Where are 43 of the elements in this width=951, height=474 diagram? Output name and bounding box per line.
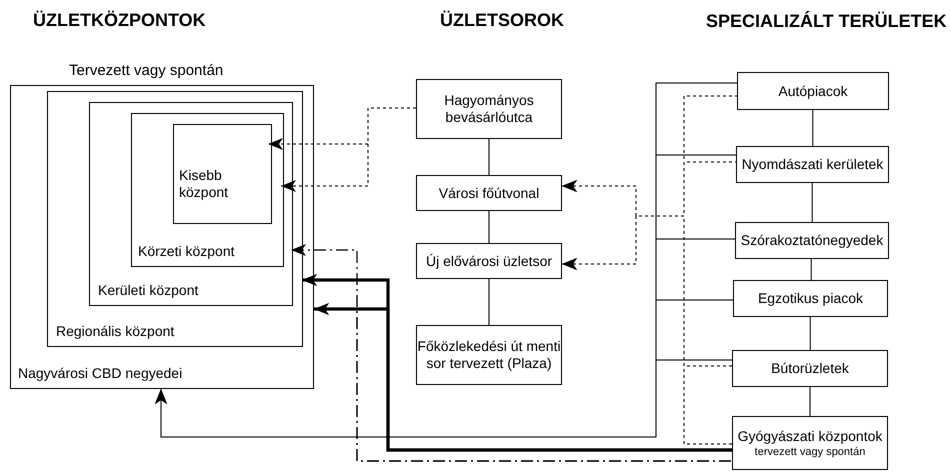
category-box <box>732 416 888 470</box>
nested-center-box <box>89 102 293 306</box>
category-box <box>732 350 888 387</box>
category-box <box>416 175 562 211</box>
connector-line <box>812 110 814 146</box>
connector-line <box>810 316 811 350</box>
node-sublabel: tervezett vagy spontán <box>754 444 866 458</box>
connector-line <box>488 278 490 326</box>
node-label: Kerületi központ <box>98 282 198 299</box>
node-label: Nyomdászati kerületek <box>742 156 884 173</box>
connector-line <box>488 210 490 244</box>
node-label: Szórakoztatónegyedek <box>740 232 884 249</box>
node-label: Egzotikus piacok <box>758 290 864 307</box>
column-heading: ÜZLETSOROK <box>440 10 564 31</box>
connector-line <box>812 182 813 222</box>
category-box <box>416 243 562 279</box>
category-box <box>737 72 889 110</box>
box-heading: Tervezett vagy spontán <box>69 62 224 79</box>
connector-line <box>488 138 490 176</box>
nested-center-box <box>173 124 272 224</box>
node-label: Bútorüzletek <box>771 360 849 377</box>
column-heading: ÜZLETKÖZPONTOK <box>33 10 206 31</box>
nested-center-box <box>131 113 284 267</box>
column-heading: SPECIALIZÁLT TERÜLETEK <box>706 11 947 32</box>
category-box <box>735 222 889 259</box>
category-box <box>736 146 889 183</box>
node-label: Körzeti központ <box>138 243 234 260</box>
category-box <box>416 325 562 385</box>
node-label: Kisebb központ <box>179 167 230 201</box>
node-label: Autópiacok <box>778 82 848 100</box>
node-label: Hagyományos bevásárlóutca <box>443 92 535 126</box>
node-label: Városi főútvonal <box>438 184 540 202</box>
category-box <box>416 79 562 139</box>
arrow <box>280 108 416 192</box>
arrow <box>155 360 732 438</box>
node-label: Regionális központ <box>56 323 174 340</box>
node-label: Gyógyászati központok <box>738 428 882 444</box>
category-box <box>733 280 888 317</box>
node-label: Főközlekedési út menti sor tervezett (Plaza) <box>417 338 561 372</box>
nested-center-box <box>47 91 303 347</box>
connector-line <box>810 258 812 280</box>
node-label: Új elővárosi üzletsor <box>426 252 552 270</box>
node-label: Nagyvárosi CBD negyedei <box>18 365 182 382</box>
